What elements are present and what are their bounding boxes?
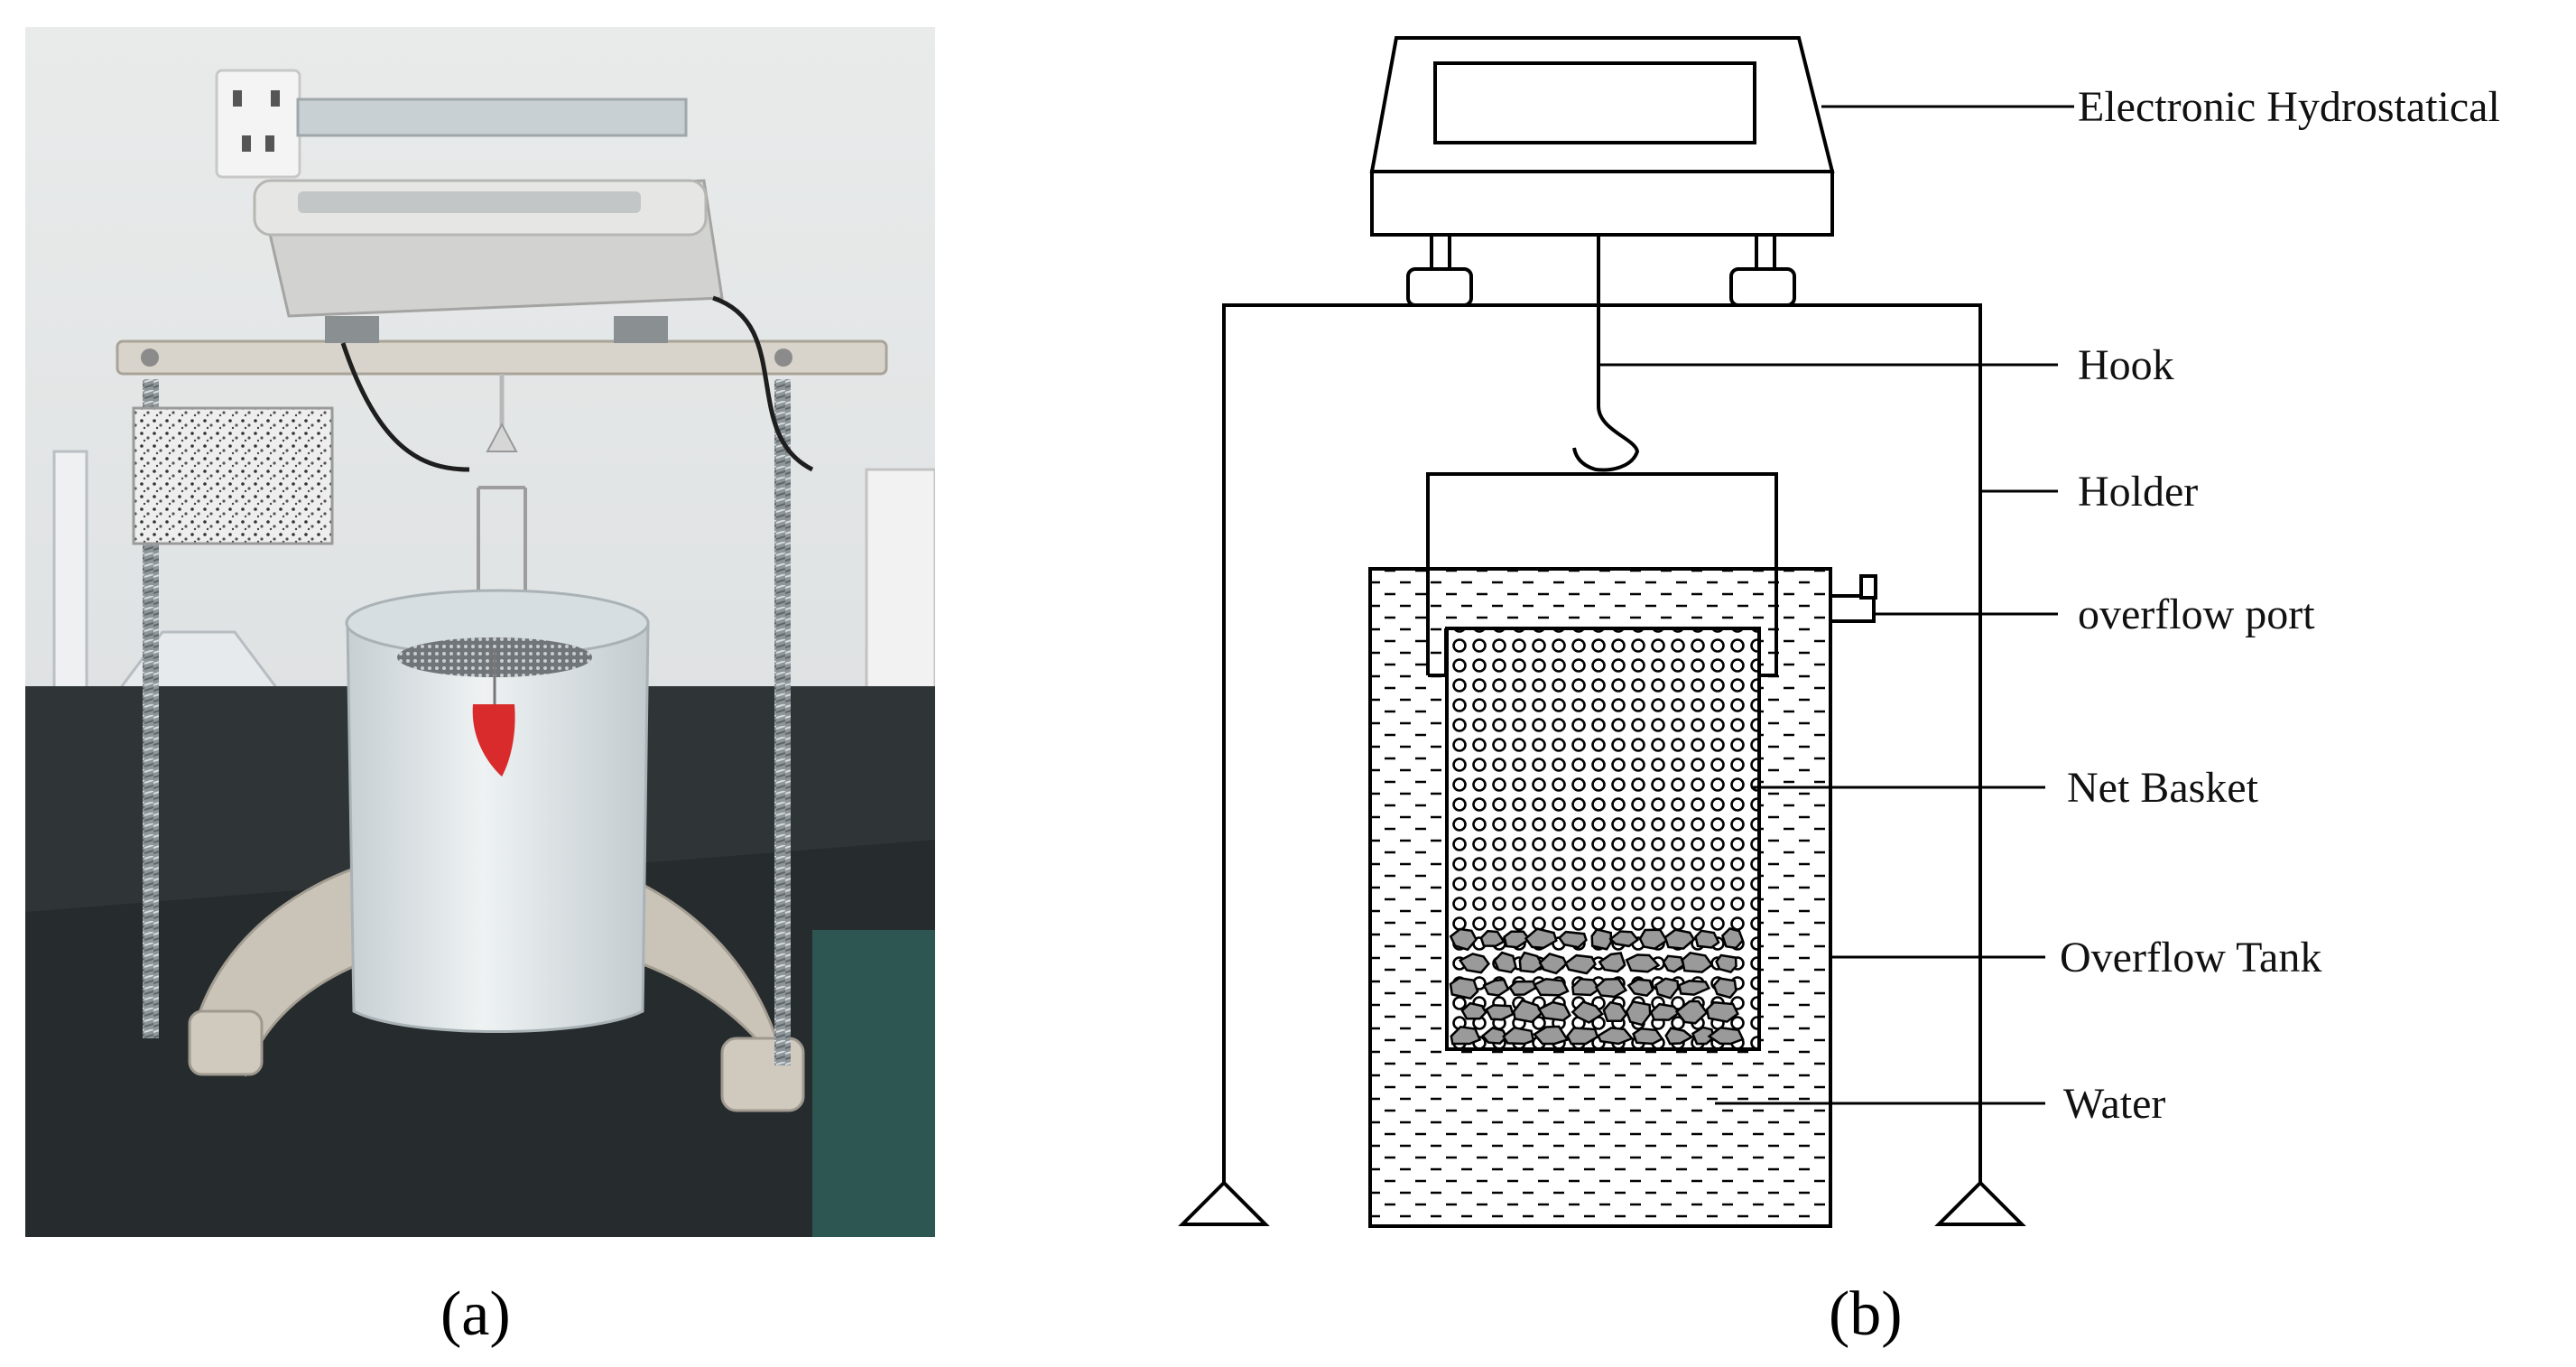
rock (1479, 929, 1506, 947)
photo-tank (345, 589, 650, 1033)
rock (1485, 1004, 1515, 1021)
rock (1654, 977, 1680, 1000)
rock (1602, 1000, 1628, 1023)
label-overflow-port: overflow port (2078, 591, 2315, 638)
rock (1712, 977, 1737, 1000)
hook (1572, 235, 1640, 472)
rock (1532, 1025, 1570, 1046)
rock (1524, 927, 1558, 950)
rock (1596, 1027, 1635, 1046)
label-hook: Hook (2078, 341, 2174, 389)
schematic-diagram: Electronic Hydrostatical Hook Holder ove… (1178, 36, 2500, 1228)
rock (1598, 952, 1626, 973)
rock (1590, 927, 1613, 951)
rock (1674, 1000, 1709, 1025)
rock (1691, 1026, 1716, 1046)
rock (1608, 930, 1640, 948)
label-net-basket: Net Basket (2067, 764, 2259, 812)
label-water: Water (2063, 1080, 2165, 1128)
rock (1566, 1027, 1599, 1046)
photo-scale (253, 98, 724, 343)
rock (1518, 951, 1544, 973)
rock (1707, 1026, 1745, 1046)
scale-display (1433, 61, 1756, 144)
rock (1538, 952, 1568, 975)
rock (1649, 1002, 1682, 1021)
rock (1571, 1000, 1605, 1024)
rock (1625, 953, 1661, 973)
panel-b-label: (b) (1829, 1279, 1903, 1349)
rock (1481, 1027, 1508, 1045)
rock (1512, 999, 1543, 1024)
rock (1503, 930, 1532, 949)
support-right (1934, 1180, 2026, 1226)
rock (1449, 976, 1479, 1000)
rock (1681, 951, 1714, 973)
panel-a-label: (a) (440, 1279, 511, 1349)
rock (1571, 978, 1601, 997)
rock (1537, 1000, 1572, 1022)
support-left (1178, 1180, 1270, 1226)
rock (1502, 1026, 1535, 1046)
label-overflow-tank: Overflow Tank (2060, 934, 2321, 981)
rock (1625, 1000, 1652, 1027)
rock (1720, 927, 1745, 950)
rock (1482, 978, 1510, 997)
overflow-port (1829, 594, 1876, 623)
label-scale: Electronic Hydrostatical (2078, 83, 2500, 131)
foam-sample (132, 406, 334, 545)
rock (1638, 928, 1669, 951)
rock (1533, 978, 1570, 997)
rock (1557, 930, 1588, 949)
crossbar (116, 339, 888, 376)
rock (1564, 953, 1598, 975)
rock (1449, 927, 1478, 952)
scale-device (1369, 36, 1835, 307)
rock (1663, 928, 1696, 950)
holder-frame (1178, 303, 2026, 1226)
rock (1508, 980, 1537, 996)
rock (1632, 1028, 1664, 1046)
rock (1677, 980, 1711, 996)
rock (1458, 953, 1490, 974)
label-holder: Holder (2078, 468, 2198, 516)
rock (1460, 1001, 1487, 1020)
rock (1594, 978, 1628, 999)
rock (1662, 954, 1685, 973)
rock (1626, 978, 1654, 998)
aggregate-rocks (1449, 927, 1745, 1046)
rock (1715, 953, 1737, 974)
wall-outlet (215, 69, 301, 179)
rock (1493, 951, 1517, 974)
rock (1664, 1027, 1694, 1046)
rock (1694, 929, 1720, 949)
rock (1705, 1000, 1739, 1023)
rock (1450, 1025, 1482, 1046)
photo-apparatus (25, 27, 935, 1237)
